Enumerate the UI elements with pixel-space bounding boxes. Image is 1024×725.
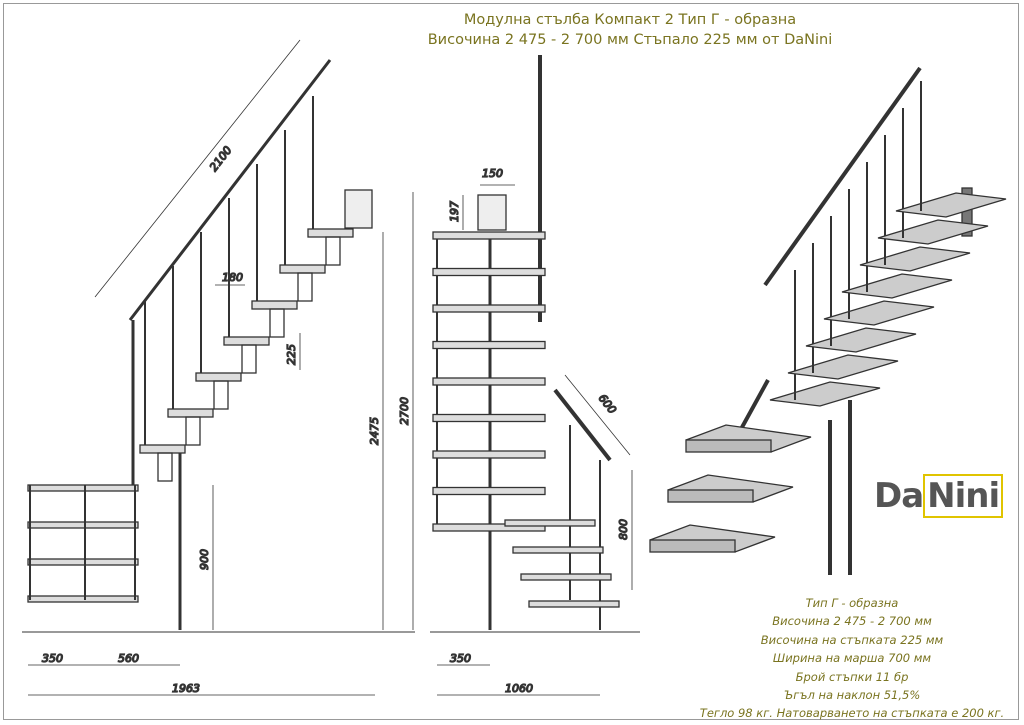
side-step-module: [241, 344, 257, 374]
iso-tread: [895, 192, 1007, 218]
isometric-view: [649, 66, 1007, 575]
front-tread: [432, 340, 546, 350]
spec-step-height: Височина на стъпката 225 мм: [760, 632, 944, 647]
logo-part-1: Da: [874, 476, 924, 516]
title-line-2: Височина 2 475 - 2 700 мм Стъпало 225 мм…: [427, 32, 833, 48]
iso-tread: [877, 219, 989, 245]
short-handrail: [553, 388, 612, 462]
front-tread: [432, 231, 546, 240]
spec-angle: Ъгъл на наклон 51,5%: [783, 688, 921, 703]
spec-type: Тип Г - образна: [805, 596, 899, 610]
side-step: [223, 336, 270, 346]
dim-height-min: 2475: [368, 417, 381, 445]
spec-width: Ширина на марша 700 мм: [772, 651, 932, 666]
front-tread: [432, 523, 546, 532]
iso-tread: [787, 354, 899, 380]
iso-tread: [823, 300, 935, 326]
dim-rail-height: 800: [617, 519, 630, 540]
specifications: Тип Г - образна Височина 2 475 - 2 700 м…: [680, 594, 1024, 723]
logo-part-2: Nini: [923, 474, 1004, 518]
dim-total-width: 1060: [505, 682, 533, 695]
side-railing-bar: [27, 484, 139, 492]
drawing-frame: [3, 3, 1019, 720]
side-step-module: [325, 236, 341, 266]
front-lower-tread: [512, 546, 604, 554]
side-railing-bar: [27, 595, 139, 603]
handrail: [128, 59, 332, 321]
handrail-dimension-line: [94, 39, 301, 298]
dim-offset-left: 350: [42, 652, 63, 665]
mounting-plate: [477, 194, 507, 231]
drawing-title: Модулна стълба Компакт 2 Тип Г - образна…: [330, 10, 930, 50]
iso-lower-tread-edge: [667, 489, 754, 503]
rail-length-dim: [564, 374, 631, 456]
front-tread: [432, 267, 546, 277]
dim-offset: 350: [450, 652, 471, 665]
side-step: [307, 228, 354, 238]
side-step-module: [297, 272, 313, 302]
spec-step-count: Брой стъпки 11 бр: [795, 669, 909, 684]
dim-tread-depth: 180: [222, 271, 243, 284]
front-tread: [432, 377, 546, 386]
dim-plate-width: 150: [482, 167, 503, 180]
front-tread: [432, 304, 546, 313]
side-step-module: [185, 416, 201, 446]
iso-handrail: [763, 66, 922, 287]
side-step: [167, 408, 214, 418]
side-step: [251, 300, 298, 310]
side-railing-bar: [27, 521, 139, 529]
front-tread: [432, 450, 546, 459]
front-tread: [432, 413, 546, 423]
dim-railing-height: 900: [198, 549, 211, 570]
iso-lower-tread-edge: [685, 439, 772, 453]
side-view: 2100 180 225 2475 2700 900 350 560 1963: [22, 39, 415, 696]
side-step-module: [157, 452, 173, 482]
front-tread: [432, 486, 546, 496]
dim-rail-length: 600: [596, 392, 619, 417]
title-line-1: Модулна стълба Компакт 2 Тип Г - образна: [463, 12, 797, 28]
dim-handrail-length: 2100: [207, 144, 234, 174]
iso-tread: [841, 273, 953, 299]
front-lower-tread: [520, 573, 612, 581]
dim-step-height: 225: [285, 344, 298, 365]
spec-height: Височина 2 475 - 2 700 мм: [772, 614, 932, 629]
dim-offset-mid: 560: [118, 652, 139, 665]
iso-lower-tread-edge: [649, 539, 736, 553]
side-step-module: [213, 380, 229, 410]
side-step: [279, 264, 326, 274]
side-railing-bar: [27, 558, 139, 566]
ceiling-block: [344, 189, 373, 229]
iso-tread: [859, 246, 971, 272]
front-lower-tread: [504, 519, 596, 527]
iso-tread: [805, 327, 917, 353]
front-view: 150 197 600 800 350 1060: [430, 55, 640, 696]
spec-weight: Тегло 98 кг. Натоварването на стъпката е…: [699, 706, 1005, 721]
front-lower-tread: [528, 600, 620, 608]
side-step-module: [269, 308, 285, 338]
side-step: [195, 372, 242, 382]
dim-plate-height: 197: [448, 201, 461, 222]
dim-height-max: 2700: [398, 397, 411, 425]
side-step: [139, 444, 186, 454]
iso-tread: [769, 381, 881, 407]
dim-total-length: 1963: [172, 682, 200, 695]
